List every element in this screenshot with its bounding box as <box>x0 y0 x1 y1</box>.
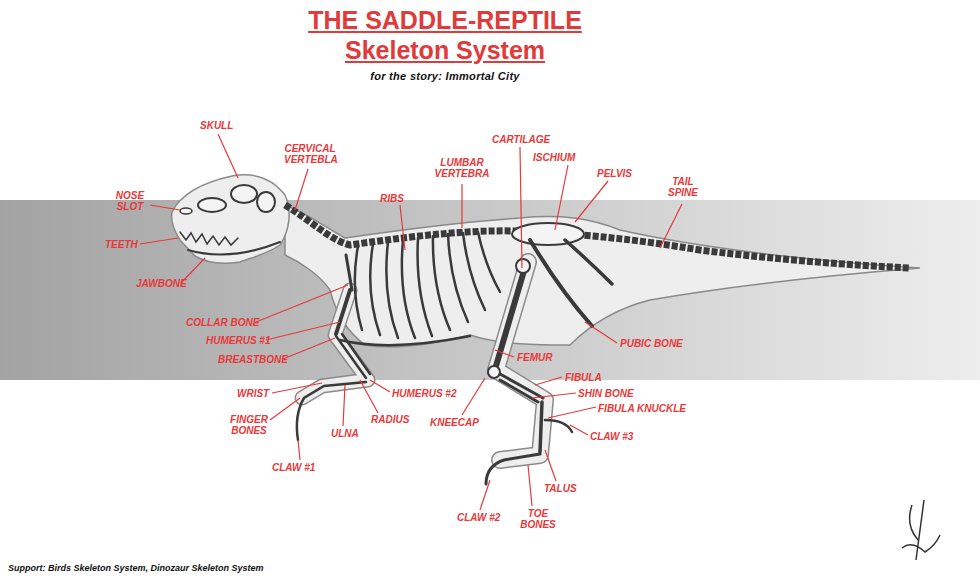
part-label: JAWBONE <box>136 278 187 289</box>
part-label: FINGER BONES <box>228 414 270 436</box>
part-label: FIBULA KNUCKLE <box>598 403 686 414</box>
story-note: for the story: Immortal City <box>370 70 520 82</box>
femur-bone <box>496 264 526 366</box>
skull-opening <box>198 198 226 212</box>
part-label: RADIUS <box>371 414 409 425</box>
body-silhouette <box>172 175 920 347</box>
rib <box>370 244 380 335</box>
teeth <box>180 232 238 245</box>
ribs <box>355 232 500 338</box>
part-label: CLAW #1 <box>272 462 315 473</box>
body-outline <box>285 205 920 347</box>
pubic-bone <box>530 240 592 326</box>
ischium-bone <box>565 240 612 284</box>
part-label: KNEECAP <box>430 417 479 428</box>
skull-opening <box>231 185 257 203</box>
rib <box>355 246 362 330</box>
finger-claw <box>297 382 366 440</box>
background-band <box>0 200 980 380</box>
head-outline <box>172 175 290 263</box>
part-label: HUMERUS #2 <box>392 388 456 399</box>
subtitle: Skeleton System <box>345 36 545 64</box>
signature <box>902 500 940 560</box>
part-label: SHIN BONE <box>578 388 634 399</box>
part-label: FEMUR <box>517 352 553 363</box>
humerus-bone <box>336 290 350 334</box>
spine <box>285 205 910 268</box>
title: THE SADDLE-REPTILE <box>308 6 582 34</box>
nose-slot <box>180 208 192 214</box>
part-label: PELVIS <box>597 168 632 179</box>
part-label: ULNA <box>331 428 359 439</box>
part-label: BREASTBONE <box>218 354 288 365</box>
part-label: CLAW #2 <box>457 512 500 523</box>
part-label: CERVICAL VERTEBLA <box>284 143 336 165</box>
rib <box>433 236 450 330</box>
rib <box>418 238 432 336</box>
part-label: TALUS <box>544 483 577 494</box>
part-label: HUMERUS #1 <box>206 335 270 346</box>
talus-bone <box>540 402 542 452</box>
part-label: COLLAR BONE <box>186 317 259 328</box>
part-label: ISCHIUM <box>533 152 575 163</box>
kneecap-bone <box>488 366 500 378</box>
breastbone <box>340 336 470 345</box>
part-label: CARTILAGE <box>492 134 550 145</box>
pelvis-bone <box>512 223 584 245</box>
collar-bone <box>346 255 352 290</box>
part-label: TAIL SPINE <box>666 176 700 198</box>
part-label: LUMBAR VERTEBRA <box>432 157 492 179</box>
limb-silhouettes <box>302 262 545 460</box>
part-label: FIBULA <box>565 372 602 383</box>
part-label: PUBIC BONE <box>620 338 683 349</box>
caption: Support: Birds Skeleton System, Dinozaur… <box>8 563 264 573</box>
part-label: NOSE SLOT <box>110 190 150 212</box>
eye-socket <box>257 192 275 212</box>
part-label: CLAW #3 <box>590 431 633 442</box>
part-label: RIBS <box>380 193 404 204</box>
jawbone <box>188 242 280 255</box>
rib <box>478 232 500 292</box>
part-label: TOE BONES <box>520 508 556 530</box>
part-label: SKULL <box>200 120 233 131</box>
leader-lines <box>140 134 682 510</box>
toe-claw <box>486 454 540 484</box>
forearm-bones <box>336 334 370 378</box>
part-label: TEETH <box>105 239 138 250</box>
third-claw <box>545 420 572 432</box>
rib <box>402 240 415 338</box>
part-label: WRIST <box>237 388 269 399</box>
hip-joint <box>516 259 530 273</box>
rib <box>386 242 398 338</box>
